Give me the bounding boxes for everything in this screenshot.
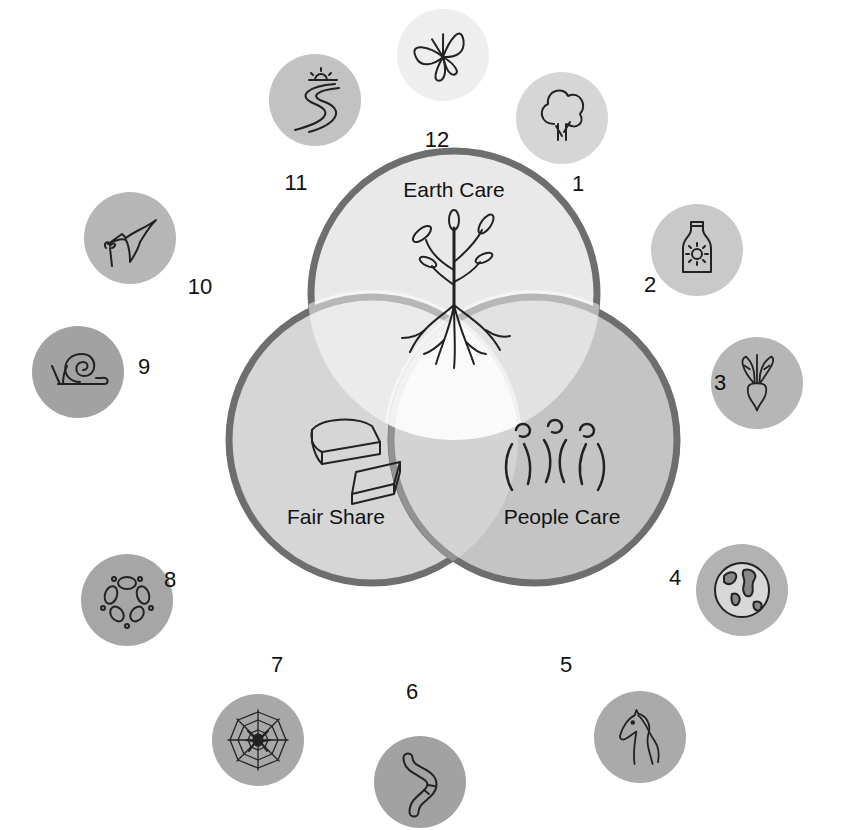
ethic-circle: People Care (383, 289, 685, 591)
callout-number: 3 (714, 370, 726, 396)
horse-icon (620, 710, 659, 764)
tree-figure (402, 210, 510, 368)
callout-number: 9 (138, 354, 150, 380)
hummingbird-icon (105, 220, 156, 266)
callout-number: 11 (285, 170, 308, 196)
butterfly-icon (412, 29, 472, 85)
callout-number: 12 (425, 127, 449, 153)
tree-icon (542, 90, 583, 140)
road-icon (295, 68, 339, 132)
beet-icon (742, 355, 773, 411)
callout-number: 6 (406, 679, 418, 705)
spider-web-icon (228, 710, 288, 770)
worm-icon (408, 758, 434, 812)
snail-icon (52, 354, 108, 384)
circle-outline (383, 289, 685, 591)
globe-icon (715, 563, 769, 617)
pie-figure (311, 420, 400, 504)
callout-number: 8 (164, 567, 176, 593)
bottle-icon (683, 222, 711, 272)
callout-number: 7 (271, 652, 283, 678)
people-figure (506, 420, 604, 490)
callout-number: 1 (572, 171, 584, 197)
ring-icon (101, 577, 153, 628)
circle-shape (391, 297, 677, 583)
overlap-lens (222, 148, 684, 590)
ethic-title: Fair Share (287, 505, 385, 529)
ethic-title: Earth Care (403, 178, 505, 202)
callout-number: 4 (669, 565, 681, 591)
ethic-title: People Care (504, 505, 621, 529)
callout-number: 2 (644, 272, 656, 298)
callout-number: 5 (560, 652, 572, 678)
callout-number: 10 (188, 274, 212, 300)
